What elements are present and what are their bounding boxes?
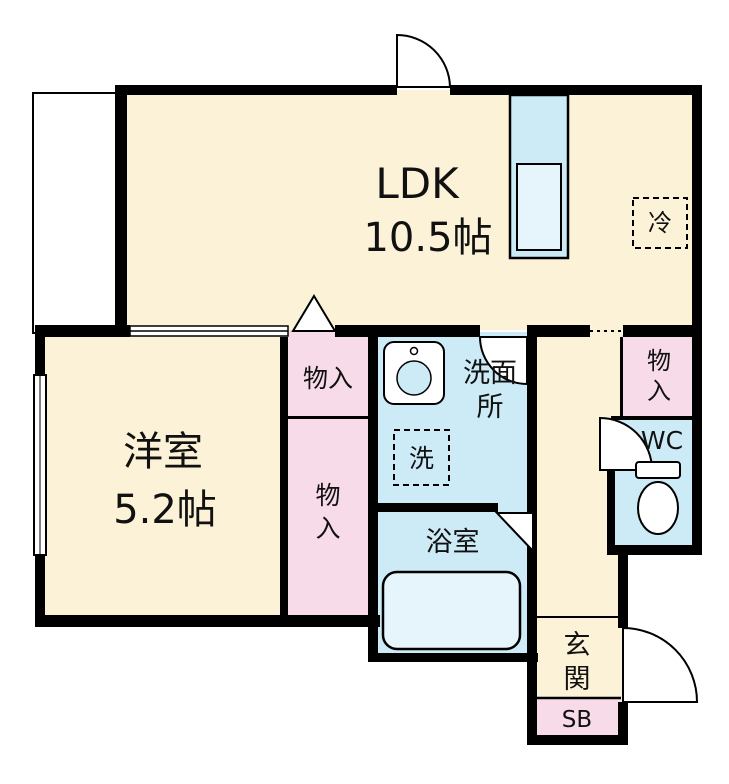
entrance-label: 玄 関 <box>563 630 591 695</box>
washing-machine-box <box>393 429 450 486</box>
wc-label: WC <box>640 426 684 455</box>
washroom-door-arc <box>478 336 528 386</box>
balcony-door-arc <box>396 33 452 88</box>
closet-ldk-label: 物入 <box>302 364 353 393</box>
washing-machine-label: 洗 <box>408 444 434 473</box>
bathtub-icon <box>381 570 522 651</box>
bathroom-label: 浴室 <box>425 527 480 558</box>
bath-door-triangle <box>494 512 534 554</box>
washbasin-icon <box>383 341 445 405</box>
room-ldk <box>117 90 692 330</box>
shoe-box <box>532 698 621 738</box>
front-door-arc <box>622 626 699 703</box>
kitchen-sink <box>516 163 562 251</box>
closet-bedroom <box>283 420 373 620</box>
closet-bedroom-label: 物 入 <box>315 481 341 543</box>
closet-ldk <box>283 330 373 420</box>
ldk-label: LDK <box>375 159 459 208</box>
bedroom-size-label: 5.2帖 <box>113 487 217 533</box>
sliding-door <box>129 325 289 337</box>
closet-door-triangle <box>291 294 337 332</box>
ldk-size-label: 10.5帖 <box>363 215 493 261</box>
refrigerator-label: 冷 <box>648 209 672 237</box>
room-bedroom <box>40 330 285 620</box>
shoe-box-label: SB <box>561 707 593 733</box>
bedroom-label: 洋室 <box>123 429 203 475</box>
refrigerator-box <box>632 197 688 249</box>
washroom-label: 洗面 所 <box>463 358 517 423</box>
closet-hall-label: 物 入 <box>647 347 671 405</box>
closet-hall <box>621 335 696 420</box>
toilet-icon <box>635 461 681 535</box>
window <box>33 374 47 556</box>
balcony <box>32 92 120 334</box>
